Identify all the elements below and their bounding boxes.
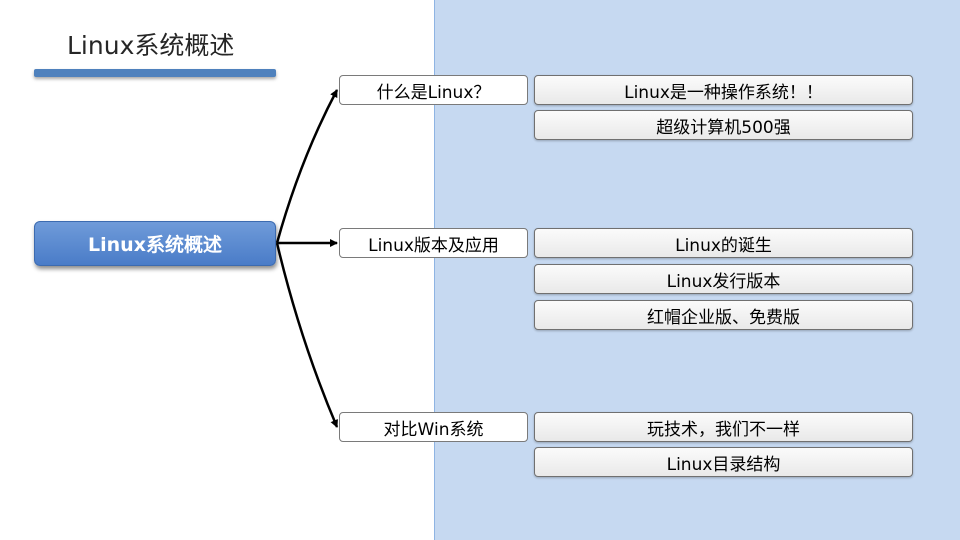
leaf-linux-directory-structure[interactable]: Linux目录结构 bbox=[534, 447, 913, 477]
leaf-redhat-editions[interactable]: 红帽企业版、免费版 bbox=[534, 300, 913, 330]
connector-to-branch-1 bbox=[275, 89, 339, 244]
connector-to-branch-3 bbox=[275, 242, 339, 428]
leaf-supercomputer-top500[interactable]: 超级计算机500强 bbox=[534, 110, 913, 140]
branch-what-is-linux[interactable]: 什么是Linux？ bbox=[339, 75, 528, 105]
root-node[interactable]: Linux系统概述 bbox=[34, 221, 276, 266]
title-underline bbox=[34, 69, 276, 77]
leaf-play-tech-differently[interactable]: 玩技术，我们不一样 bbox=[534, 412, 913, 442]
leaf-linux-distributions[interactable]: Linux发行版本 bbox=[534, 264, 913, 294]
leaf-linux-birth[interactable]: Linux的诞生 bbox=[534, 228, 913, 258]
branch-compare-windows[interactable]: 对比Win系统 bbox=[339, 412, 528, 442]
branch-linux-versions[interactable]: Linux版本及应用 bbox=[339, 228, 528, 258]
slide-title: Linux系统概述 bbox=[67, 31, 235, 60]
leaf-linux-is-os[interactable]: Linux是一种操作系统！！ bbox=[534, 75, 913, 105]
